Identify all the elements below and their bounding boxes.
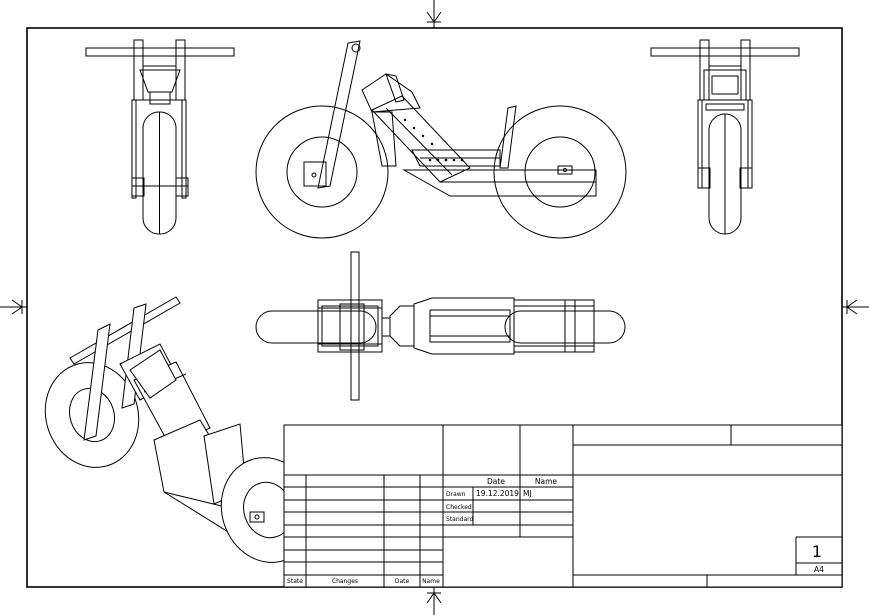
top-view: [255, 251, 626, 401]
side-fork: [317, 40, 361, 189]
side-view: [255, 40, 627, 239]
top-front-wheel: [255, 310, 377, 344]
drawn-label: Drawn: [446, 491, 466, 498]
centering-mark-top: [426, 0, 442, 28]
header-name: Name: [535, 477, 558, 486]
iso-seat: [129, 349, 177, 399]
centering-mark-right: [842, 299, 869, 315]
top-seat: [389, 305, 415, 347]
title-block: [283, 424, 843, 588]
drawn-date: 19.12.2019: [476, 489, 519, 498]
front-handlebar: [85, 47, 235, 57]
front-view: [85, 39, 235, 235]
paper-size: A4: [814, 565, 824, 574]
checked-label: Checked: [446, 504, 472, 511]
revision-changes-header: Changes: [332, 578, 358, 585]
revision-name-header: Name: [422, 578, 440, 585]
side-rear-wheel: [493, 105, 627, 239]
revision-date-header: Date: [395, 578, 410, 585]
top-handlebar: [350, 251, 360, 401]
side-front-wheel: [255, 105, 389, 239]
rear-handlebar: [650, 47, 800, 57]
centering-mark-bottom: [426, 587, 442, 615]
side-view-hole-dots: [403, 118, 464, 162]
rear-view: [650, 39, 800, 235]
centering-mark-left: [0, 299, 27, 315]
standard-label: Standard: [446, 516, 473, 523]
revision-state-header: State: [287, 578, 303, 585]
sheet-number: 1: [812, 542, 822, 561]
drawn-name: MJ: [523, 489, 532, 498]
header-date: Date: [487, 477, 505, 486]
